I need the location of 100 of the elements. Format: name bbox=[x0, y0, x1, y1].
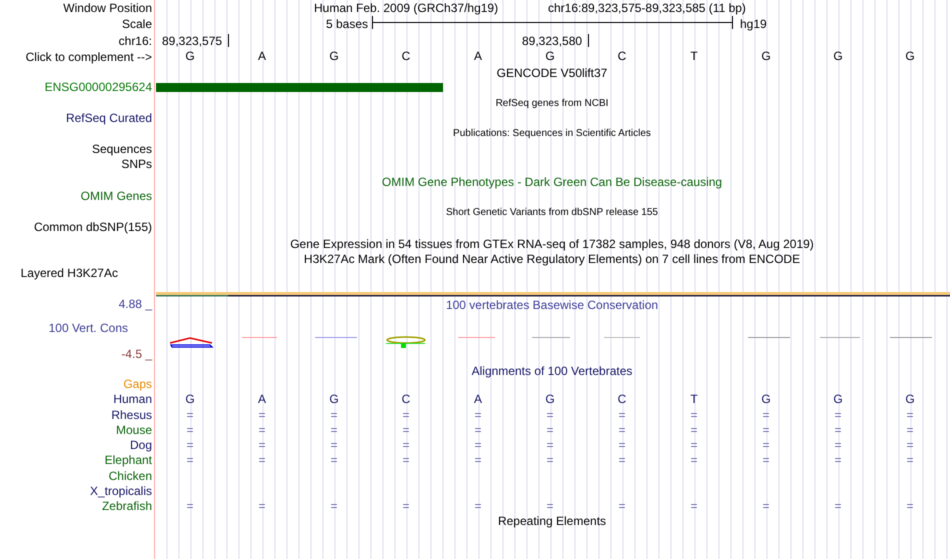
track-title: 100 vertebrates Basewise Conservation bbox=[446, 298, 658, 312]
match-mark: = bbox=[402, 438, 410, 452]
match-mark: = bbox=[330, 453, 338, 467]
track-title: RefSeq genes from NCBI bbox=[496, 97, 608, 111]
match-mark: = bbox=[834, 438, 842, 452]
match-mark: = bbox=[546, 453, 554, 467]
base-letter: G bbox=[185, 392, 195, 406]
match-mark: = bbox=[834, 499, 842, 513]
match-mark: = bbox=[762, 408, 770, 422]
species-label: Zebrafish bbox=[102, 499, 152, 513]
match-mark: = bbox=[258, 423, 266, 437]
track-title: H3K27Ac Mark (Often Found Near Active Regulatory Elements) on 7 cell lines from ENCODE bbox=[304, 252, 800, 266]
base-letter: T bbox=[690, 392, 698, 406]
match-mark: = bbox=[546, 499, 554, 513]
match-mark: = bbox=[402, 423, 410, 437]
coordinate-label: 89,323,580 bbox=[522, 34, 582, 48]
species-label: Rhesus bbox=[111, 408, 152, 422]
match-mark: = bbox=[330, 499, 338, 513]
match-mark: = bbox=[834, 408, 842, 422]
match-mark: = bbox=[186, 423, 194, 437]
match-mark: = bbox=[330, 423, 338, 437]
species-label: Human bbox=[113, 392, 152, 406]
match-mark: = bbox=[618, 453, 626, 467]
track-label: Window Position bbox=[63, 1, 152, 15]
base-letter: G bbox=[545, 49, 555, 63]
base-letter: A bbox=[258, 49, 266, 63]
match-mark: = bbox=[762, 499, 770, 513]
gene-label: ENSG00000295624 bbox=[44, 80, 152, 94]
base-letter: G bbox=[329, 392, 339, 406]
track-label: RefSeq Curated bbox=[66, 111, 152, 125]
base-letter: C bbox=[618, 49, 626, 63]
species-label: Dog bbox=[130, 438, 152, 452]
assembly-label: Human Feb. 2009 (GRCh37/hg19) bbox=[314, 1, 498, 15]
match-mark: = bbox=[690, 453, 698, 467]
match-mark: = bbox=[186, 408, 194, 422]
match-mark: = bbox=[330, 438, 338, 452]
match-mark: = bbox=[474, 499, 482, 513]
match-mark: = bbox=[258, 438, 266, 452]
match-mark: = bbox=[618, 499, 626, 513]
track-label: Layered H3K27Ac bbox=[20, 266, 118, 280]
position-label: chr16:89,323,575-89,323,585 (11 bp) bbox=[548, 1, 746, 15]
match-mark: = bbox=[618, 438, 626, 452]
track-label: 100 Vert. Cons bbox=[48, 321, 128, 335]
match-mark: = bbox=[474, 453, 482, 467]
match-mark: = bbox=[258, 453, 266, 467]
track-title: Short Genetic Variants from dbSNP release 155 bbox=[446, 206, 658, 220]
track-label: Scale bbox=[122, 17, 152, 31]
match-mark: = bbox=[474, 408, 482, 422]
match-mark: = bbox=[906, 438, 914, 452]
species-label: Elephant bbox=[104, 453, 152, 467]
coordinate-label: 89,323,575 bbox=[162, 34, 222, 48]
match-mark: = bbox=[906, 423, 914, 437]
match-mark: = bbox=[258, 499, 266, 513]
track-label: OMIM Genes bbox=[80, 189, 152, 203]
match-mark: = bbox=[762, 438, 770, 452]
base-letter: A bbox=[474, 49, 482, 63]
base-letter: G bbox=[545, 392, 555, 406]
base-letter: G bbox=[761, 49, 771, 63]
match-mark: = bbox=[330, 408, 338, 422]
match-mark: = bbox=[618, 408, 626, 422]
base-letter: G bbox=[761, 392, 771, 406]
match-mark: = bbox=[690, 423, 698, 437]
axis-value: 4.88 _ bbox=[118, 297, 152, 311]
match-mark: = bbox=[474, 438, 482, 452]
track-title: GENCODE V50lift37 bbox=[496, 66, 608, 80]
scale-label: 5 bases bbox=[326, 17, 368, 31]
track-title: Alignments of 100 Vertebrates bbox=[472, 364, 632, 378]
scale-label: hg19 bbox=[740, 17, 767, 31]
track-label: Click to complement --> bbox=[26, 50, 152, 64]
base-letter: C bbox=[402, 392, 410, 406]
match-mark: = bbox=[546, 438, 554, 452]
match-mark: = bbox=[906, 408, 914, 422]
species-label: X_tropicalis bbox=[90, 484, 152, 498]
match-mark: = bbox=[402, 408, 410, 422]
base-letter: A bbox=[258, 392, 266, 406]
species-label: Mouse bbox=[116, 423, 152, 437]
match-mark: = bbox=[186, 453, 194, 467]
base-letter: T bbox=[690, 49, 698, 63]
match-mark: = bbox=[906, 499, 914, 513]
track-label: Common dbSNP(155) bbox=[34, 220, 152, 234]
match-mark: = bbox=[186, 438, 194, 452]
match-mark: = bbox=[618, 423, 626, 437]
base-letter: G bbox=[905, 392, 915, 406]
base-letter: G bbox=[329, 49, 339, 63]
species-label: Chicken bbox=[108, 469, 152, 483]
base-letter: C bbox=[618, 392, 626, 406]
match-mark: = bbox=[690, 408, 698, 422]
base-letter: A bbox=[474, 392, 482, 406]
match-mark: = bbox=[546, 423, 554, 437]
base-letter: G bbox=[905, 49, 915, 63]
track-title: OMIM Gene Phenotypes - Dark Green Can Be Disease-causing bbox=[382, 175, 722, 189]
match-mark: = bbox=[186, 499, 194, 513]
base-letter: G bbox=[185, 49, 195, 63]
match-mark: = bbox=[402, 499, 410, 513]
track-title: Gene Expression in 54 tissues from GTEx RNA-seq of 17382 samples, 948 donors (V8, Aug 2019) bbox=[290, 237, 814, 251]
match-mark: = bbox=[762, 423, 770, 437]
match-mark: = bbox=[474, 423, 482, 437]
match-mark: = bbox=[690, 499, 698, 513]
track-label: Sequences bbox=[92, 142, 152, 156]
match-mark: = bbox=[258, 408, 266, 422]
